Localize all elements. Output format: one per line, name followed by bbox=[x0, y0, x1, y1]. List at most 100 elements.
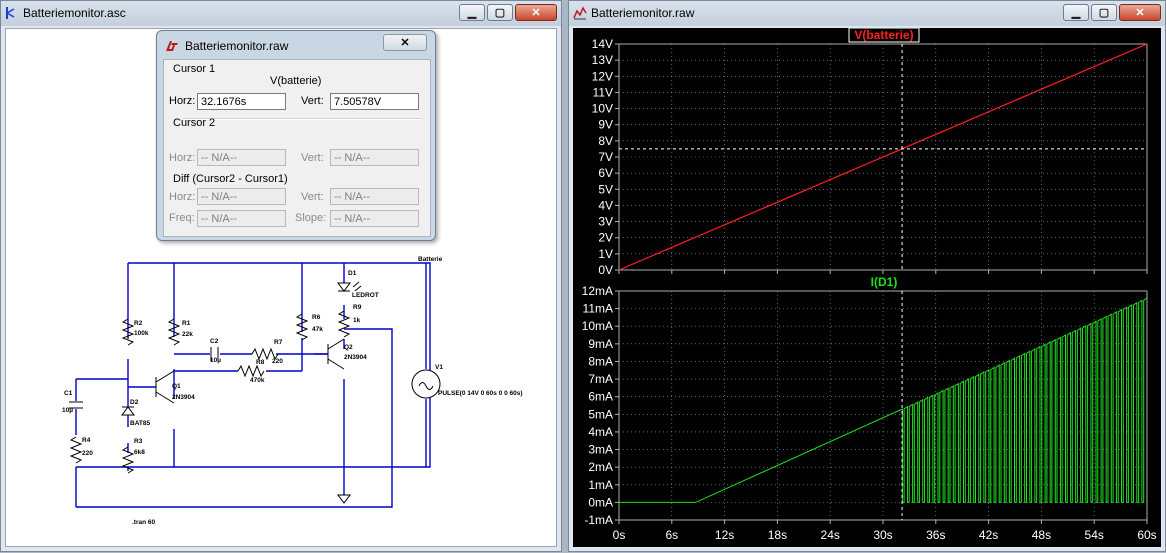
schematic-titlebar[interactable]: Batteriemonitor.asc ▁ ▢ ✕ bbox=[1, 1, 561, 26]
waveform-titlebar[interactable]: Batteriemonitor.raw ▁ ▢ ✕ bbox=[569, 1, 1165, 26]
v-batterie-title-box[interactable] bbox=[848, 27, 920, 43]
label-d2-value: BAT85 bbox=[130, 420, 150, 427]
label-c2-value: 10µ bbox=[210, 357, 221, 364]
minimize-icon: ▁ bbox=[1071, 7, 1081, 19]
y-tick-label: 5V bbox=[598, 182, 613, 196]
x-tick-label: 48s bbox=[1032, 528, 1051, 542]
schematic-components bbox=[69, 281, 441, 504]
x-tick-label: 12s bbox=[715, 528, 734, 542]
maximize-button[interactable]: ▢ bbox=[1091, 4, 1117, 21]
schematic-icon bbox=[6, 7, 15, 19]
pane-frame bbox=[618, 290, 1148, 521]
label-v1: V1 bbox=[435, 364, 443, 371]
cursor2-horz-label: Horz: bbox=[169, 152, 196, 164]
label-c1-value: 10µ bbox=[62, 407, 73, 414]
y-tick-label: 7V bbox=[598, 150, 613, 164]
y-tick-label: 8mA bbox=[588, 354, 613, 368]
label-r6: R6 bbox=[312, 314, 321, 321]
cursor2-horz-field: -- N/A-- bbox=[197, 149, 286, 166]
cursor1-horz-field[interactable]: 32.1676s bbox=[197, 93, 286, 110]
y-tick-label: 9mA bbox=[588, 337, 613, 351]
diff-vert-field: -- N/A-- bbox=[330, 188, 419, 205]
y-tick-label: 12mA bbox=[582, 284, 613, 298]
y-tick-label: 2V bbox=[598, 231, 613, 245]
cursor1-vert-field[interactable]: 7.50578V bbox=[330, 93, 419, 110]
cursor-dialog-title: Batteriemonitor.raw bbox=[185, 39, 289, 53]
label-pulse: PULSE(0 14V 0 60s 0 0 60s) bbox=[438, 390, 523, 397]
diff-group-label: Diff (Cursor2 - Cursor1) bbox=[173, 173, 288, 185]
diff-horz-field: -- N/A-- bbox=[197, 188, 286, 205]
label-r9: R9 bbox=[353, 304, 362, 311]
label-c2: C2 bbox=[210, 338, 219, 345]
y-tick-label: 12V bbox=[592, 69, 613, 83]
label-r7: R7 bbox=[274, 339, 283, 346]
restore-icon: ▢ bbox=[1098, 7, 1110, 19]
minimize-icon: ▁ bbox=[467, 7, 477, 19]
y-tick-label: 5mA bbox=[588, 407, 613, 421]
cursor-dialog-close-button[interactable]: ✕ bbox=[383, 34, 427, 51]
cursor1-group-label: Cursor 1 bbox=[173, 63, 216, 75]
label-q2: Q2 bbox=[344, 344, 353, 351]
x-tick-label: 42s bbox=[979, 528, 998, 542]
y-tick-label: 4V bbox=[598, 198, 613, 212]
y-tick-label: 10mA bbox=[582, 319, 613, 333]
label-r8: R8 bbox=[256, 359, 265, 366]
label-q1-value: 2N3904 bbox=[172, 394, 195, 401]
y-tick-label: 0V bbox=[598, 263, 613, 277]
label-ledrot: LEDROT bbox=[352, 292, 379, 299]
y-tick-label: 6V bbox=[598, 166, 613, 180]
y-tick-label: 9V bbox=[598, 118, 613, 132]
close-icon: ✕ bbox=[400, 37, 410, 49]
i-d1-pane[interactable]: -1mA0mA1mA2mA3mA4mA5mA6mA7mA8mA9mA10mA11… bbox=[582, 275, 1157, 542]
label-r6-value: 47k bbox=[312, 326, 323, 333]
label-q2-value: 2N3904 bbox=[344, 354, 367, 361]
x-tick-label: 36s bbox=[926, 528, 945, 542]
v-batterie-trace[interactable] bbox=[618, 43, 1148, 271]
diff-slope-field: -- N/A-- bbox=[330, 210, 419, 227]
y-tick-label: 11V bbox=[593, 85, 613, 99]
cursor1-horz-label: Horz: bbox=[169, 95, 196, 107]
schematic-drawing[interactable]: Batterie D1 LEDROT R9 1k R6 47k Q2 2N390… bbox=[6, 29, 558, 548]
diff-freq-label: Freq: bbox=[169, 212, 195, 224]
label-r1-value: 22k bbox=[182, 331, 193, 338]
v-batterie-title[interactable]: V(batterie) bbox=[854, 28, 913, 42]
y-tick-label: 2mA bbox=[588, 460, 613, 474]
i-d1-title[interactable]: I(D1) bbox=[871, 275, 898, 289]
x-tick-label: 30s bbox=[873, 528, 892, 542]
minimize-button[interactable]: ▁ bbox=[1063, 4, 1089, 21]
label-q1: Q1 bbox=[172, 383, 181, 390]
y-tick-label: 8V bbox=[598, 134, 613, 148]
minimize-button[interactable]: ▁ bbox=[459, 4, 485, 21]
label-d2: D2 bbox=[130, 399, 139, 406]
diff-horz-label: Horz: bbox=[169, 191, 196, 203]
maximize-button[interactable]: ▢ bbox=[487, 4, 513, 21]
separator bbox=[184, 118, 422, 120]
close-button[interactable]: ✕ bbox=[1119, 4, 1161, 21]
close-icon: ✕ bbox=[531, 7, 541, 19]
grid bbox=[615, 290, 1148, 524]
grid bbox=[615, 43, 1148, 274]
close-button[interactable]: ✕ bbox=[515, 4, 557, 21]
y-tick-label: 11mA bbox=[583, 302, 613, 316]
y-tick-label: 6mA bbox=[588, 390, 613, 404]
close-icon: ✕ bbox=[1135, 7, 1145, 19]
i-d1-trace[interactable] bbox=[619, 297, 1148, 503]
label-r3: R3 bbox=[134, 438, 143, 445]
y-tick-label: 3mA bbox=[588, 443, 613, 457]
cursor-dialog[interactable]: Batteriemonitor.raw ✕ Cursor 1 V(batteri… bbox=[156, 30, 436, 241]
label-r3-value: 6k8 bbox=[134, 449, 145, 456]
diff-vert-label: Vert: bbox=[301, 191, 324, 203]
diff-slope-label: Slope: bbox=[295, 212, 327, 224]
waveform-icon bbox=[573, 6, 587, 20]
x-tick-label: 18s bbox=[768, 528, 787, 542]
x-tick-label: 6s bbox=[665, 528, 678, 542]
label-r2: R2 bbox=[134, 320, 143, 327]
label-r8-value: 220 bbox=[272, 358, 283, 365]
y-tick-label: 4mA bbox=[588, 425, 613, 439]
label-r1: R1 bbox=[182, 320, 191, 327]
label-r4: R4 bbox=[82, 437, 91, 444]
